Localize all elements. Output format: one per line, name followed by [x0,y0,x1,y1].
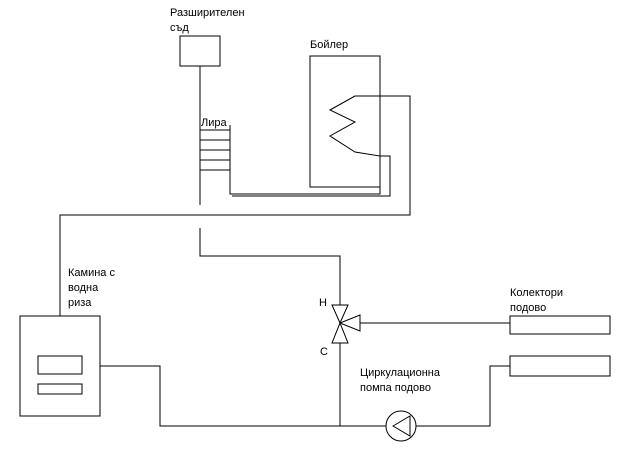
fireplace-body [19,315,101,417]
boiler-tank [309,55,381,188]
pump-arrow [392,415,411,437]
floor-collectors-label: Колектори подово [510,287,564,314]
three-way-valve-top [331,304,349,325]
fireplace-window [37,355,83,375]
fireplace-door [37,383,83,395]
floor-pump-label: Циркулационна помпа подово [360,367,440,394]
fireplace-return-pipe [100,365,386,427]
boiler-label: Бойлер [310,39,349,51]
expansion-vessel [179,35,221,67]
lira-manifold [200,125,231,175]
floor-collector-top [509,315,611,335]
three-way-valve-bottom [331,321,349,344]
boiler-coil-top [329,95,380,111]
fireplace-label: Камина с водна риза [68,267,115,309]
floor-collector-bottom [509,355,611,377]
supply-pipe [199,228,341,305]
valve-c-label: C [320,346,328,358]
boiler-return-pipe [232,155,391,197]
boiler-coil [229,95,381,195]
circulation-pump [385,410,417,442]
lira-label: Лира [201,117,227,129]
valve-h-label: H [319,297,327,309]
expansion-vessel-label: Разширителен съд [170,7,245,34]
pump-to-collector-pipe [416,365,510,427]
boiler-supply-pipe [59,95,411,316]
